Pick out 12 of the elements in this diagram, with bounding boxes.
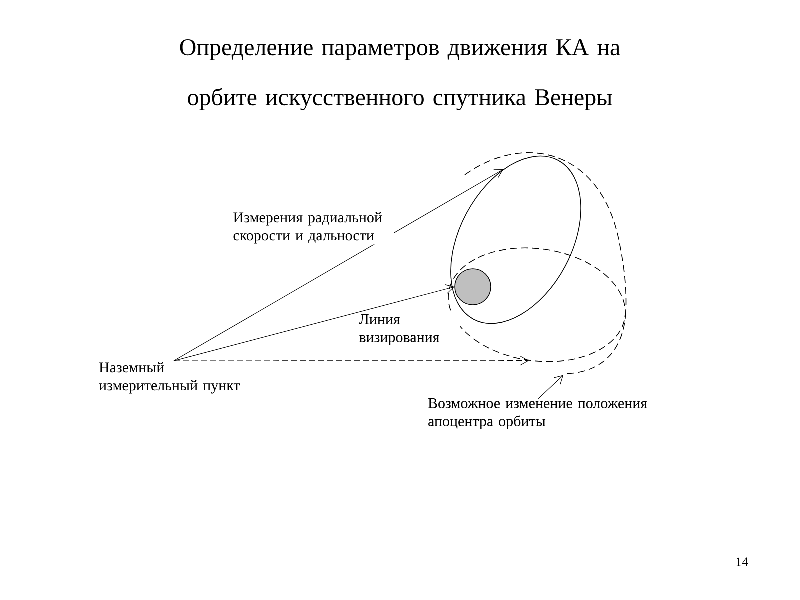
- apocenter-note: Возможное изменение положения апоцентра орбиты: [428, 398, 648, 430]
- arrow: [174, 170, 504, 362]
- edge-label: Линия визирования: [358, 314, 460, 346]
- apocenter-arc: [564, 312, 626, 374]
- arrow: [174, 284, 455, 362]
- page-number: 14: [736, 558, 748, 566]
- ground-station-label: Наземный измерительный пункт: [99, 362, 240, 394]
- title: Определение параметров движения КА на орбите искусственного спутника Венеры: [180, 39, 620, 111]
- arrow: [174, 356, 530, 366]
- edge-label: Измерения радиальной скорости и дальности: [232, 211, 394, 245]
- planet-circle: [454, 268, 492, 306]
- leader-arrow: [538, 375, 564, 400]
